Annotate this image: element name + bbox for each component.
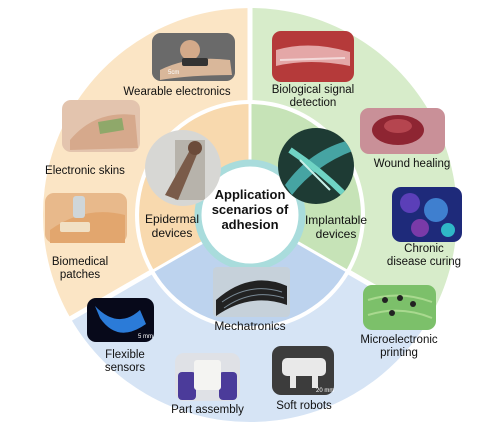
soft-robot-photo: 20 mm xyxy=(272,346,334,395)
wearable-photo xyxy=(152,33,235,81)
soft-robots-label: Soft robots xyxy=(276,400,332,412)
biological-signal-photo xyxy=(272,31,354,82)
electronic-skins-label: Electronic skins xyxy=(45,165,125,177)
mechatronics-photo xyxy=(213,267,290,317)
implantable-devices-label: Implantable devices xyxy=(304,213,368,241)
chronic-disease-curing-label: Chronic disease curing xyxy=(386,243,462,268)
center-title: Application scenarios of adhesion xyxy=(205,187,295,232)
center-title-line-1: Application xyxy=(214,187,286,202)
biomedical-patches-label: Biomedical patches xyxy=(51,256,109,281)
electronic-skin-photo xyxy=(62,100,140,152)
flexible-scale-label: 5 mm xyxy=(138,334,153,340)
microelectronic-printing-label: Microelectronic printing xyxy=(360,334,438,359)
part-assembly-photo xyxy=(175,353,240,401)
implantable-device-photo xyxy=(278,128,354,204)
soft-robot-scale-label: 20 mm xyxy=(316,388,334,394)
flexible-sensors-label: Flexible sensors xyxy=(104,349,146,374)
wearable-scale-label: 5cm xyxy=(168,70,180,76)
microelectronic-printing-photo xyxy=(363,285,436,330)
wound-healing-photo xyxy=(360,108,445,154)
chronic-disease-photo xyxy=(392,187,462,242)
biological-signal-detection-label: Biological signal detection xyxy=(271,84,355,109)
epidermal-devices-label: Epidermal devices xyxy=(144,212,200,240)
wearable-electronics-label: Wearable electronics xyxy=(123,86,231,98)
center-title-line-2: scenarios of xyxy=(211,202,289,217)
mechatronics-label: Mechatronics xyxy=(214,319,286,333)
biomedical-patch-photo xyxy=(45,193,127,243)
wound-healing-label: Wound healing xyxy=(373,158,451,170)
flexible-sensor-photo: 5 mm xyxy=(87,298,154,342)
part-assembly-label: Part assembly xyxy=(171,404,244,416)
epidermal-device-photo xyxy=(145,130,221,206)
center-title-line-3: adhesion xyxy=(221,217,279,232)
